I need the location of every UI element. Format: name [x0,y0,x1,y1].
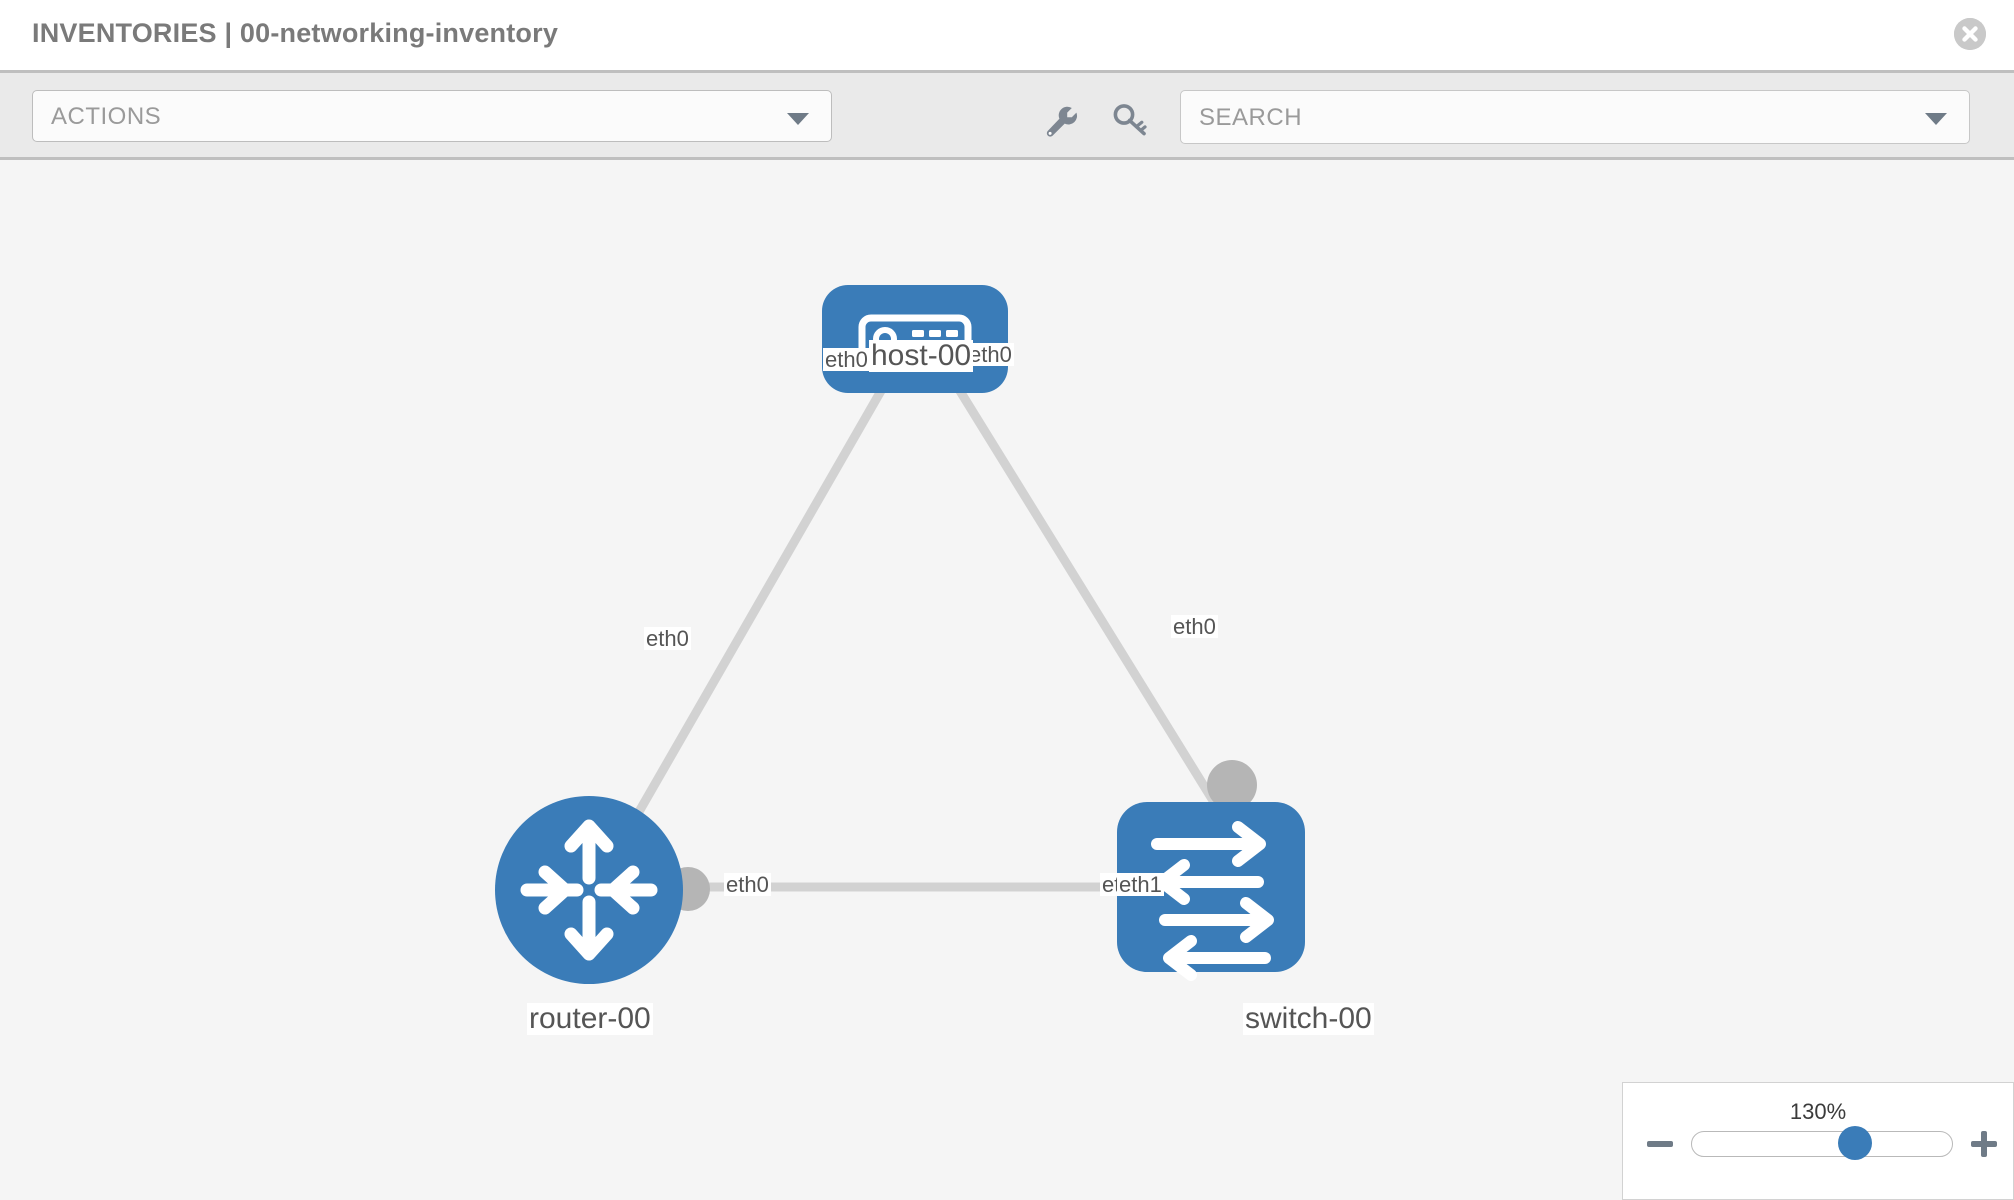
chevron-down-icon[interactable] [1925,113,1947,125]
node-label-switch: switch-00 [1243,1002,1374,1035]
interface-label: eth0 [724,872,771,897]
wrench-icon[interactable] [1042,100,1082,140]
link-host00-router00 [613,367,897,853]
search-placeholder: SEARCH [1199,104,1303,131]
interface-label: eth0 [1171,614,1218,639]
close-icon[interactable] [1954,18,1986,50]
zoom-slider-track[interactable] [1691,1131,1953,1157]
minus-icon[interactable] [1645,1129,1675,1159]
plus-icon[interactable] [1969,1129,1999,1159]
interface-label: eth0 [967,342,1014,367]
interface-label: eth0 [644,626,691,651]
zoom-control-panel: 130% [1622,1082,2014,1200]
interface-label: eth1 [1117,872,1164,897]
actions-dropdown-label: ACTIONS [51,103,162,130]
node-label-host: host-00 [869,339,974,372]
topology-graph [495,285,1305,984]
zoom-percent-label: 130% [1789,1099,1847,1124]
search-input[interactable]: SEARCH [1180,90,1970,144]
page-header: INVENTORIES | 00-networking-inventory [0,0,2014,70]
interface-label: eth0 [823,347,870,372]
node-label-router: router-00 [527,1002,653,1035]
link-host00-switch00 [943,367,1229,823]
actions-dropdown[interactable]: ACTIONS [32,90,832,142]
toolbar: ACTIONS SEARCH [0,70,2014,160]
node-router-00 [495,796,683,984]
chevron-down-icon [787,113,809,125]
zoom-slider-handle[interactable] [1838,1126,1872,1160]
page-title: INVENTORIES | 00-networking-inventory [32,18,559,48]
key-icon[interactable] [1110,100,1150,140]
topology-canvas[interactable]: eth0 eth0 eth0 eth0 eth0 eth eth1 host-0… [0,160,2014,1200]
port-circle [1207,760,1257,810]
